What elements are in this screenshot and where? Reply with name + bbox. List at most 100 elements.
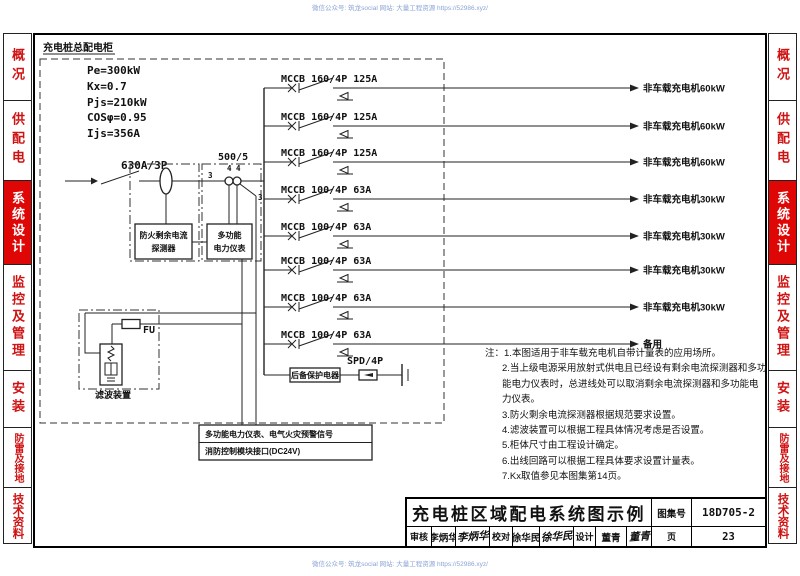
feeder-row: MCCB 100/4P 63A 备用 (264, 330, 662, 357)
filter-wire-upper (84, 312, 256, 354)
title-block: 充电桩区域配电系统图示例 图集号 18D705-2 审核 李炳华 李炳华 校对 … (405, 497, 765, 546)
ct-mark-top: 4 4 (227, 164, 241, 173)
proofread-signature: 徐华民 (539, 527, 573, 546)
feeder-load-label: 非车载充电机60kW (643, 157, 725, 169)
feeder-load-label: 非车载充电机30kW (643, 302, 725, 314)
sidebar-item-power-distribution: 供配电 (3, 100, 32, 181)
spd-branch: 后备保护电器 SPD/4P (264, 356, 409, 386)
feeder-row: MCCB 100/4P 63A 非车载充电机30kW (264, 185, 725, 212)
atlas-number-label: 图集号 (651, 499, 691, 526)
note-line: 4.滤波装置可以根据工程具体情况考虑是否设置。 (502, 425, 710, 437)
zero-sequence-ct-icon (159, 167, 173, 195)
param-ijs: Ijs=356A (87, 127, 140, 140)
filter-device: 滤波装置 (78, 309, 160, 400)
load-arrow-icon (630, 158, 639, 166)
spd-label: SPD/4P (347, 356, 383, 367)
review-signature: 李炳华 (455, 527, 489, 546)
sidebar-item-technical-data: 技术资料 (768, 487, 797, 544)
feeder-load-label: 非车载充电机30kW (643, 265, 725, 277)
incoming-breaker-label: 630A/3P (121, 159, 168, 172)
feeder-breaker-label: MCCB 160/4P 125A (281, 112, 377, 123)
note-line: 7.Kx取值参见本图集第14页。 (502, 471, 627, 483)
proofread-name: 徐华民 (512, 527, 539, 546)
feeder-row: MCCB 100/4P 63A 非车载充电机30kW (264, 293, 725, 320)
feeder-row: MCCB 160/4P 125A 非车载充电机60kW (264, 74, 725, 101)
load-arrow-icon (630, 303, 639, 311)
notes-block: 注： 1.本图适用于非车载充电机自带计量表的应用场所。 2.当上级电源采用放射式… (485, 346, 771, 485)
sidebar-item-overview: 概况 (3, 33, 32, 101)
feeder-breaker-label: MCCB 160/4P 125A (281, 148, 377, 159)
review-name: 李炳华 (431, 527, 455, 546)
notes-prefix: 注： (485, 348, 505, 359)
fire-control-interface-box: 多功能电力仪表、电气火灾预警信号 消防控制模块接口(DC24V) (198, 424, 373, 461)
interface-text-2: 消防控制模块接口(DC24V) (205, 446, 300, 456)
sidebar-item-system-design: 系统设计 (768, 180, 797, 265)
sidebar-item-monitoring-management: 监控及管理 (3, 264, 32, 371)
note-line: 6.出线回路可以根据工程具体要求设置计量表。 (502, 455, 700, 467)
sidebar-item-lightning-grounding: 防雷及接地 (768, 427, 797, 488)
current-transformer-icon (224, 176, 234, 186)
sidebar-item-monitoring-management: 监控及管理 (768, 264, 797, 371)
power-meter-unit: 500/5 3 4 4 3 多功能 电力仪表 (192, 152, 263, 262)
review-label: 审核 (409, 532, 428, 542)
atlas-number: 18D705-2 (691, 499, 765, 526)
drawing-title: 充电桩区域配电系统图示例 (412, 505, 646, 524)
note-line: 1.本图适用于非车载充电机自带计量表的应用场所。 (504, 348, 721, 359)
fuse: FU (121, 318, 155, 336)
feeder-breaker-label: MCCB 160/4P 125A (281, 74, 377, 85)
design-signature: 董青 (626, 527, 651, 546)
residual-detector-label-1: 防火剩余电流 (140, 230, 188, 240)
sidebar-item-lightning-grounding: 防雷及接地 (3, 427, 32, 488)
sidebar-item-technical-data: 技术资料 (3, 487, 32, 544)
wiring-diagram: 充电桩总配电柜 Pe=300kW Kx=0.7 Pjs=210kW COSφ=0… (39, 41, 725, 461)
feeder-load-label: 非车载充电机30kW (643, 194, 725, 206)
param-pe: Pe=300kW (87, 64, 140, 77)
load-arrow-icon (630, 266, 639, 274)
feeder-breaker-label: MCCB 100/4P 63A (281, 256, 371, 267)
feeder-breaker-label: MCCB 100/4P 63A (281, 185, 371, 196)
residual-detector-label-2: 探测器 (152, 243, 177, 253)
param-cos: COSφ=0.95 (87, 111, 147, 124)
note-line: 力仪表。 (502, 394, 541, 406)
current-transformer-icon (232, 176, 242, 186)
param-pjs: Pjs=210kW (87, 96, 147, 109)
sidebar-item-overview: 概况 (768, 33, 797, 101)
note-line: 2.当上级电源采用放射式供电且已经设有剩余电流探测器和多功 (502, 363, 767, 375)
residual-current-detector-unit: 防火剩余电流 探测器 (129, 163, 200, 262)
filter-label: 滤波装置 (95, 389, 131, 400)
interface-text-1: 多功能电力仪表、电气火灾预警信号 (205, 429, 333, 439)
power-meter-label-2: 电力仪表 (214, 243, 247, 253)
drawing-frame: 充电桩总配电柜 Pe=300kW Kx=0.7 Pjs=210kW COSφ=0… (33, 33, 767, 548)
sidebar-item-system-design: 系统设计 (3, 180, 32, 265)
load-arrow-icon (630, 122, 639, 130)
inductor-icon (106, 345, 116, 362)
feeder-row: MCCB 160/4P 125A 非车载充电机60kW (264, 148, 725, 175)
design-label: 设计 (573, 527, 595, 546)
proofread-label: 校对 (489, 527, 512, 546)
cabinet-parameters: Pe=300kW Kx=0.7 Pjs=210kW COSφ=0.95 Ijs=… (87, 64, 147, 140)
sidebar-left: 概况 供配电 系统设计 监控及管理 安装 防雷及接地 技术资料 (3, 33, 32, 548)
power-meter-label-1: 多功能 (218, 230, 242, 240)
contact-arrow-icon (91, 177, 98, 185)
sidebar-item-installation: 安装 (768, 370, 797, 428)
backup-protector-label: 后备保护电器 (291, 370, 340, 380)
sidebar-right: 概况 供配电 系统设计 监控及管理 安装 防雷及接地 技术资料 (768, 33, 797, 548)
note-line: 5.柜体尺寸由工程设计确定。 (502, 440, 624, 452)
fuse-label: FU (143, 325, 155, 336)
page-number: 23 (691, 527, 765, 546)
param-kx: Kx=0.7 (87, 80, 127, 93)
note-line: 3.防火剩余电流探测器根据规范要求设置。 (502, 409, 681, 421)
feeder-breaker-label: MCCB 100/4P 63A (281, 222, 371, 233)
ct-mark-left: 3 (208, 171, 213, 180)
cabinet-label: 充电桩总配电柜 (43, 41, 113, 54)
load-arrow-icon (630, 232, 639, 240)
design-name: 董青 (595, 527, 626, 546)
feeder-row: MCCB 100/4P 63A 非车载充电机30kW (264, 256, 725, 283)
feeder-row: MCCB 100/4P 63A 非车载充电机30kW (264, 222, 725, 249)
load-arrow-icon (630, 340, 639, 348)
watermark-top: 微信公众号: 筑龙social 网站: 大量工程资源 https://52986… (312, 5, 488, 12)
load-arrow-icon (630, 84, 639, 92)
feeder-load-label: 非车载充电机30kW (643, 231, 725, 243)
feeder-breaker-label: MCCB 100/4P 63A (281, 330, 371, 341)
feeder-load-label: 非车载充电机60kW (643, 83, 725, 95)
